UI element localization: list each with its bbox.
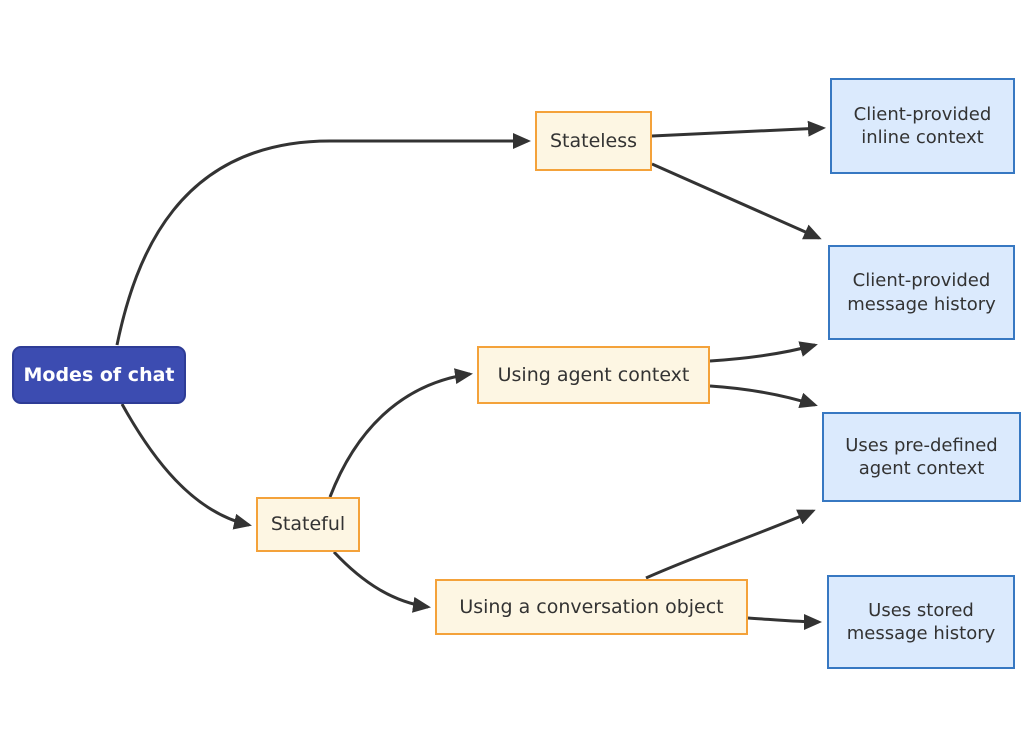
node-client-provided-message-history: Client-provided message history	[828, 245, 1015, 340]
edge-stateless-inline-context	[651, 120, 826, 138]
node-uses-stored-message-history-label: Uses stored message history	[846, 599, 996, 644]
edge-agent-context-predefined-context	[709, 384, 818, 409]
node-client-provided-message-history-label: Client-provided message history	[847, 270, 996, 315]
edge-stateful-conversation-object	[332, 550, 431, 613]
node-uses-stored-message-history: Uses stored message history	[827, 575, 1015, 669]
node-using-agent-context: Using agent context	[477, 346, 710, 404]
node-stateful-label: Stateful	[270, 513, 346, 536]
node-modes-of-chat: Modes of chat	[12, 346, 186, 404]
edge-stateful-agent-context	[328, 368, 473, 498]
node-stateful: Stateful	[256, 497, 360, 552]
node-uses-pre-defined-agent-context-label: Uses pre-defined agent context	[845, 434, 998, 479]
edge-agent-context-message-history	[709, 341, 818, 363]
node-client-provided-inline-context-label: Client-provided inline context	[853, 103, 992, 148]
edge-root-stateful	[120, 403, 252, 530]
node-uses-pre-defined-agent-context: Uses pre-defined agent context	[822, 412, 1021, 502]
edge-root-stateless	[115, 133, 531, 346]
node-using-a-conversation-object: Using a conversation object	[435, 579, 748, 635]
node-stateless: Stateless	[535, 111, 652, 171]
node-using-a-conversation-object-label: Using a conversation object	[459, 595, 724, 618]
node-modes-of-chat-label: Modes of chat	[23, 363, 175, 386]
edge-conversation-object-predefined-context	[645, 509, 816, 580]
node-using-agent-context-label: Using agent context	[497, 363, 690, 386]
node-client-provided-inline-context: Client-provided inline context	[830, 78, 1015, 174]
node-stateless-label: Stateless	[549, 129, 638, 152]
edge-conversation-object-stored-history	[747, 613, 822, 630]
edge-stateless-message-history	[651, 162, 822, 240]
